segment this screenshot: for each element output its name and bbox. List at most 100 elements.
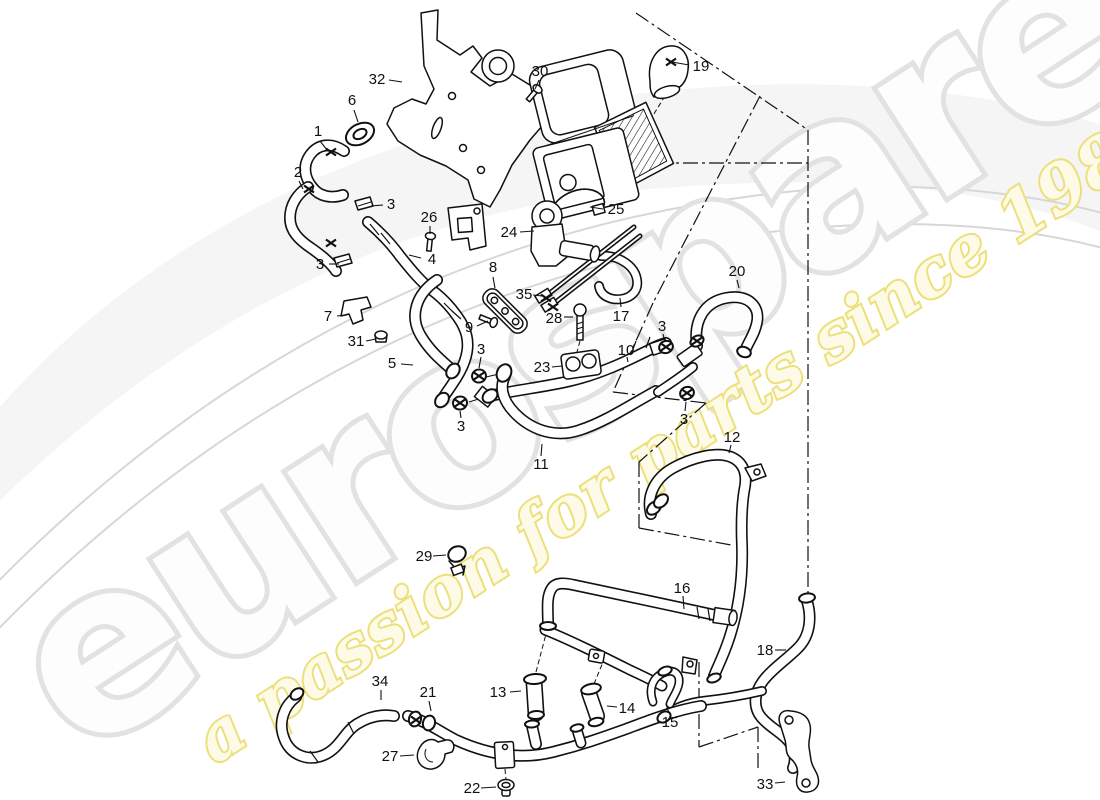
shutoff-valve-24 [530,188,606,267]
auxiliary-heater-unit [528,49,675,221]
ring-fitting [798,592,816,604]
label-leader-line [540,443,543,457]
grommet-22 [497,778,515,797]
part-label-24: 24 [501,224,518,241]
clamp-x-mark [691,336,703,346]
part-label-33: 33 [757,776,774,793]
hose-path-inner [648,668,682,707]
hose-path-inner [410,275,455,373]
hose-band-tick [347,721,355,735]
label-leader-line [519,230,535,233]
part-label-6: 6 [348,92,356,109]
part-label-13: 13 [490,684,507,701]
label-leader-line [432,554,447,557]
label-leader-line [736,279,740,289]
label-leader-line [728,444,732,454]
rings-and-clamps [289,121,816,733]
ring-fitting [569,723,585,733]
part-label-32: 32 [369,71,386,88]
cap-19 [648,45,690,100]
swoosh-line-2 [0,223,1100,629]
label-leader-line [665,703,670,714]
part-label-5: 5 [388,355,396,372]
tab-bracket-16a [587,648,606,664]
screw-30 [525,84,543,103]
ring-fitting [445,362,461,380]
bolt-28 [573,303,587,341]
hose-path-inner [654,363,697,396]
ring-fitting [656,710,672,724]
part-label-29: 29 [416,548,433,565]
hose-16-end-cylinder [712,606,738,627]
part-label-19: 19 [693,58,710,75]
part-label-23: 23 [534,359,551,376]
label-leader-line [319,140,328,151]
hose-band-tick [443,302,454,313]
part-label-7: 7 [324,308,332,325]
clamp-x-mark [660,342,672,352]
hose-path-inner [645,450,750,681]
part-label-31: 31 [348,333,365,350]
label-leader-line [400,363,414,366]
part-label-2: 2 [294,164,302,181]
diagram-drawing [275,9,820,797]
label-leader-line [336,314,348,317]
ring-fitting [524,719,540,729]
label-leader-line [478,356,482,369]
part-label-34: 34 [372,673,389,690]
ring-fitting [352,127,368,141]
part-label-21: 21 [420,684,437,701]
label-leader-line [428,700,432,712]
hose-path-inner [691,292,762,356]
clamp-x-mark [547,302,559,312]
ring-fitting [523,672,547,686]
hose-path-inner [277,692,399,763]
label-leader-line [399,754,415,757]
hose-path-inner [527,721,541,749]
hose-path-inner [497,371,661,438]
hoses [275,139,816,774]
hose-band-ticks [309,223,711,763]
label-leader-line [388,79,403,83]
label-leader-line [589,206,604,210]
part-label-3: 3 [457,418,465,435]
label-leader-line [551,365,563,368]
label-leader-line [532,294,543,297]
clamp-x-mark [325,147,337,157]
part-label-9: 9 [465,319,473,336]
part-label-28: 28 [546,310,563,327]
fitting-20 [676,343,703,368]
swoosh-line-1 [0,185,1100,581]
hose-band-tick [707,608,711,622]
label-leader-line [619,297,622,308]
clamp-29 [448,560,466,577]
ring-fitting [706,672,722,684]
hose-band-tick [645,336,651,349]
hose-band-tick [451,310,462,320]
assembly-boundary-dashes [612,12,809,770]
clamp-x-mark [410,715,422,725]
hose-path-inner [582,686,604,723]
label-leader-line [408,254,422,259]
clamp-x-mark [303,184,315,194]
ring-fitting [434,391,450,409]
clamp-x-marks [303,57,703,725]
part-label-22: 22 [464,780,481,797]
part-label-26: 26 [421,209,438,226]
manifold-bracket [493,740,516,770]
part-label-3: 3 [316,256,324,273]
hose-path-inner [527,675,543,720]
part-label-4: 4 [428,251,436,268]
part-label-8: 8 [489,259,497,276]
hose-path-inner [551,235,641,306]
label-leader-line [509,690,522,693]
clamp-bracket-23 [560,349,602,380]
ring-fitting [653,493,669,509]
part-label-11: 11 [533,456,549,473]
part-label-3: 3 [658,318,666,335]
hose-path-inner [300,141,349,202]
ring-fitting [736,345,752,359]
ring-fitting [587,716,605,728]
part-label-20: 20 [729,263,746,280]
